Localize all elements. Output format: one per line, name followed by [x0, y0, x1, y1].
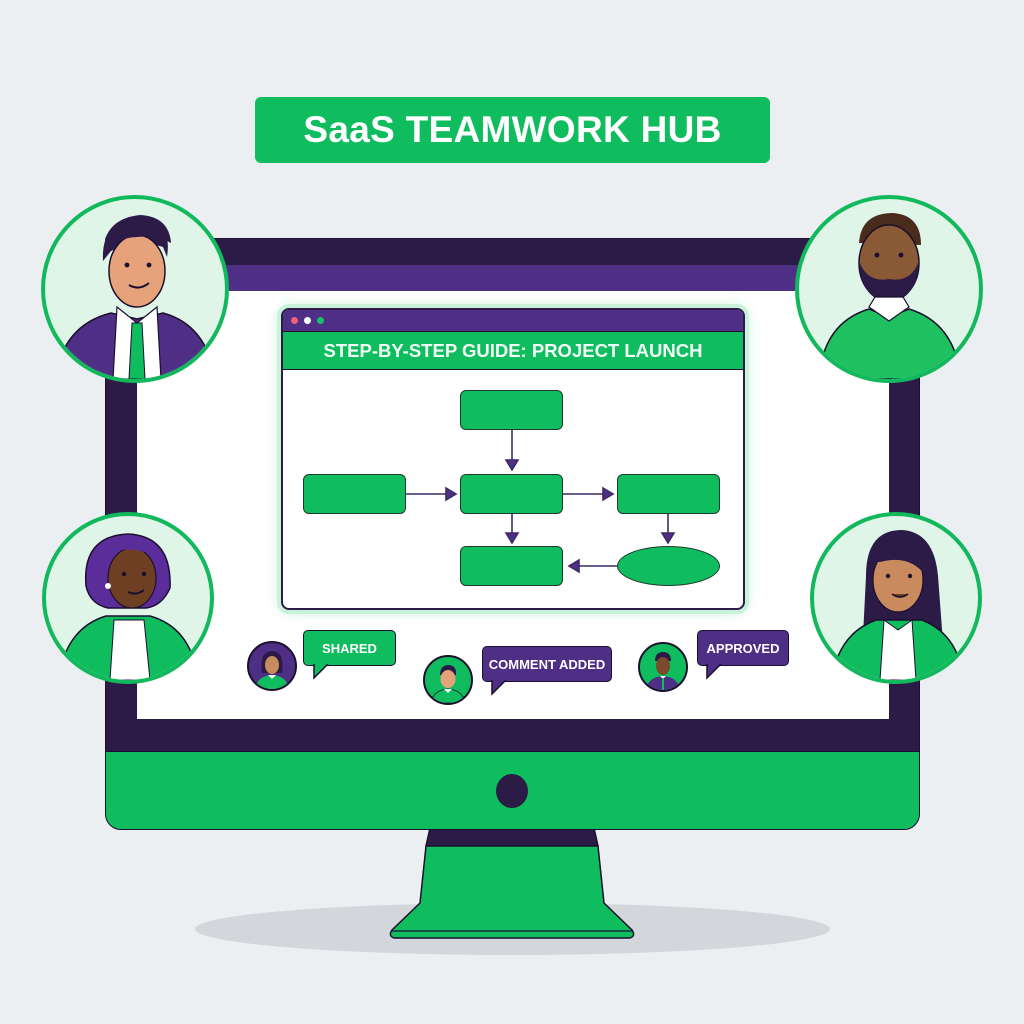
man-avatar-icon: [430, 665, 466, 703]
flow-node-decision[interactable]: [617, 546, 720, 586]
bubble-tail: [706, 664, 722, 680]
window-header: STEP-BY-STEP GUIDE: PROJECT LAUNCH: [283, 331, 743, 370]
monitor-stand: [389, 828, 635, 939]
woman-avatar-icon: [255, 651, 289, 689]
activity-label: SHARED: [322, 640, 377, 656]
flow-node-left[interactable]: [303, 474, 406, 514]
bubble-tail: [313, 664, 329, 680]
bearded-man-icon: [818, 213, 962, 379]
activity-bubble-shared[interactable]: SHARED: [303, 630, 396, 666]
activity-bubble-approved[interactable]: APPROVED: [697, 630, 789, 666]
activity-label: COMMENT ADDED: [488, 656, 606, 672]
monitor-logo-dot: [496, 774, 528, 808]
monitor-top-strip: [106, 265, 919, 291]
guide-title: STEP-BY-STEP GUIDE: PROJECT LAUNCH: [323, 339, 703, 361]
activity-avatar-approved[interactable]: [638, 642, 688, 692]
activity-avatar-comment[interactable]: [423, 655, 473, 705]
team-avatar-bottom-left[interactable]: [42, 512, 214, 684]
woman-purple-hair-icon: [57, 533, 199, 680]
team-avatar-bottom-right[interactable]: [810, 512, 982, 684]
flow-node-right[interactable]: [617, 474, 720, 514]
flow-node-bottom[interactable]: [460, 546, 563, 586]
team-avatar-top-left[interactable]: [41, 195, 229, 383]
page-title-banner: SaaS TEAMWORK HUB: [255, 97, 770, 163]
man-purple-suit-icon: [54, 215, 216, 379]
monitor-chin: [106, 751, 919, 829]
close-dot-icon[interactable]: [291, 317, 298, 324]
man-suit-avatar-icon: [646, 652, 680, 690]
activity-avatar-shared[interactable]: [247, 641, 297, 691]
woman-long-hair-icon: [831, 530, 965, 680]
maximize-dot-icon[interactable]: [317, 317, 324, 324]
activity-bubble-comment[interactable]: COMMENT ADDED: [482, 646, 612, 682]
flow-node-center[interactable]: [460, 474, 563, 514]
window-titlebar[interactable]: [283, 310, 743, 331]
activity-label: APPROVED: [706, 640, 780, 656]
minimize-dot-icon[interactable]: [304, 317, 311, 324]
bubble-tail: [491, 680, 507, 696]
team-avatar-top-right[interactable]: [795, 195, 983, 383]
page-title: SaaS TEAMWORK HUB: [303, 109, 722, 150]
flow-node-top[interactable]: [460, 390, 563, 430]
